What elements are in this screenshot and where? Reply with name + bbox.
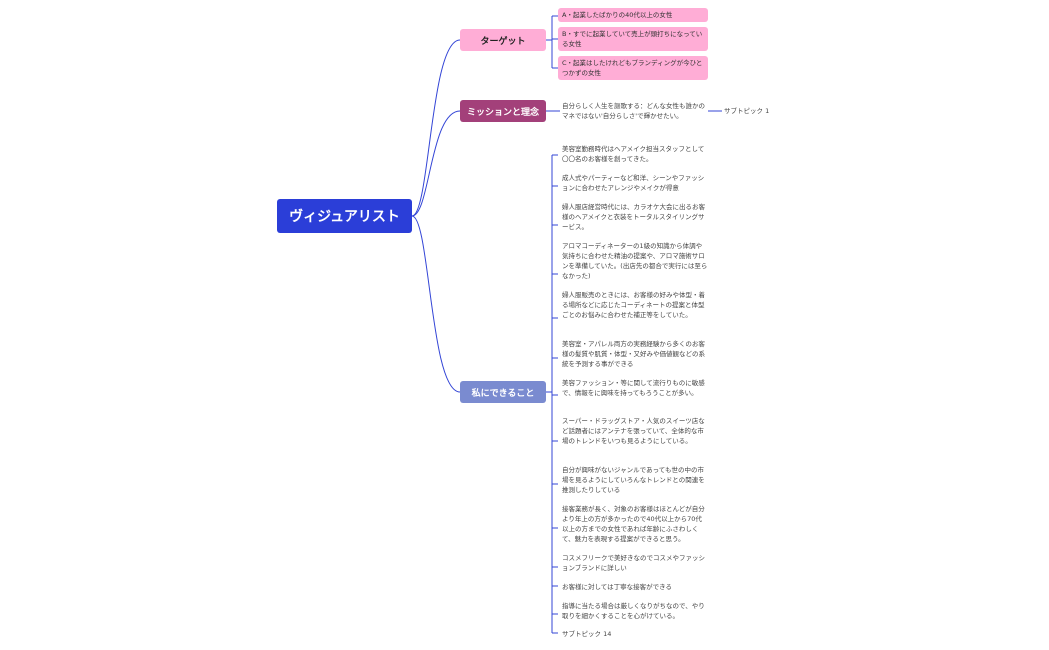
can-item-8[interactable]: スーパー・ドラッグストア・人気のスイーツ店など話題者にはアンテナを張っていて、全… [562,417,705,445]
mission-item[interactable]: 自分らしく人生を謳歌する：どんな女性も誰かのマネではない'自分らしさ'で輝かせた… [562,102,705,120]
branch-can[interactable]: 私にできること [460,381,546,403]
link-target-items [546,15,558,69]
can-item-3[interactable]: 婦人服店経営時代には、カラオケ大会に出るお客様のヘアメイクと衣装をトータルスタイ… [562,203,705,231]
can-item-6[interactable]: 美容室・アパレル両方の実務経験から多くのお客様の髪質や肌質・体型・又好みや価値観… [562,340,705,368]
branch-target[interactable]: ターゲット [460,29,546,51]
can-item-2[interactable]: 成人式やパーティーなど和洋、シーンやファッションに合わせたアレンジやメイクが得意 [562,174,705,192]
can-item-5[interactable]: 婦人服販売のときには、お客様の好みや体型・着る場所などに応じたコーディネートの提… [562,291,705,319]
can-item-7[interactable]: 美容ファッション・等に関して流行りものに敏感で、情報をに興味を持ってもろうことが… [562,379,705,397]
can-item-14[interactable]: サブトピック 14 [562,630,612,638]
target-item-b[interactable]: B・すでに起業していて売上が頭打ちになっている女性 [558,27,708,51]
mission-subtopic[interactable]: サブトピック 1 [724,107,770,115]
can-item-1[interactable]: 美容室勤務時代はヘアメイク担当スタッフとして〇〇名のお客様を創ってきた。 [562,145,705,163]
can-item-12[interactable]: お客様に対しては丁寧な接客ができる [562,583,673,591]
target-item-c[interactable]: C・起業はしたけれどもブランディングが今ひとつかずの女性 [558,56,708,80]
can-item-13[interactable]: 指導に当たる場合は厳しくなりがちなので、やり取りを細かくすることを心がけている。 [562,602,705,620]
can-item-11[interactable]: コスメフリークで美好きなのでコスメやファッションブランドに詳しい [562,554,705,572]
target-item-a[interactable]: A・起業したばかりの40代以上の女性 [558,8,708,22]
branch-mission[interactable]: ミッションと理念 [460,100,546,122]
link-can-ticks [552,154,558,634]
link-root-target [411,39,461,217]
can-item-10[interactable]: 接客業務が長く、対象のお客様はほとんどが自分より年上の方が多かったので40代以上… [562,505,705,543]
link-can-spine [546,155,553,633]
root-node[interactable]: ヴィジュアリスト [277,199,412,233]
link-root-mission [411,110,461,217]
can-item-9[interactable]: 自分が興味がないジャンルであっても世の中の市場を見るようにしていろんなトレンドと… [562,466,705,494]
link-root-can [411,215,461,393]
can-item-4[interactable]: アロマコーディネーターの1級の知識から体調や気持ちに合わせた精油の提案や、アロマ… [562,242,708,280]
